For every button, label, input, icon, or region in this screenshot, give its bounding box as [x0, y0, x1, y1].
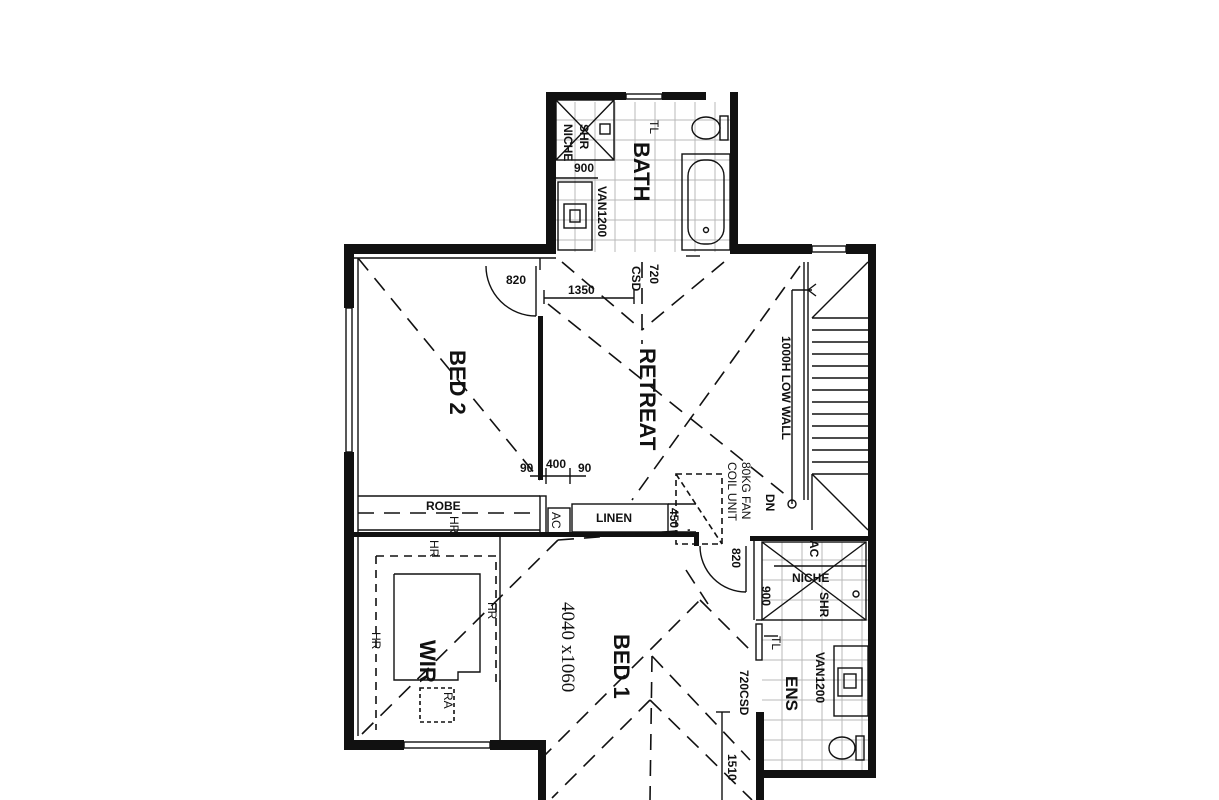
dim-1350: 1350 — [568, 283, 595, 297]
room-label-linen: LINEN — [596, 511, 632, 525]
door-swings — [485, 255, 747, 593]
label-csd: CSD — [629, 266, 643, 292]
bath-vanity — [557, 181, 593, 251]
bath-bathtub — [681, 153, 731, 251]
label-ac-small: AC — [549, 512, 563, 529]
dim-720csd: 720CSD — [737, 670, 751, 716]
dim-90-left: 90 — [520, 461, 534, 475]
ens-toilet — [828, 735, 865, 761]
room-label-bath: BATH — [629, 142, 654, 201]
dim-90-right: 90 — [578, 461, 592, 475]
fixture-labels: SHR NICHE TL VAN1200 CSD 1000H LOW WALL … — [369, 120, 831, 709]
label-ac-ens: AC — [807, 540, 821, 558]
label-hr-wir-top: HR — [427, 540, 441, 558]
label-hr-wir-right: HR — [485, 602, 499, 620]
room-labels: BATH BED 2 RETREAT BED 1 WIR ENS ROBE LI… — [415, 142, 801, 711]
label-dn: DN — [763, 494, 777, 511]
label-niche-ens: NICHE — [792, 571, 829, 585]
room-label-wir: WIR — [415, 640, 440, 683]
dim-450: 450 — [667, 508, 681, 528]
label-fan-coil-1: 80KG FAN — [739, 462, 753, 519]
ceiling-lines — [357, 257, 801, 800]
label-ra: RA — [441, 692, 455, 709]
label-van-bath: VAN1200 — [595, 186, 609, 237]
room-label-ens: ENS — [782, 676, 801, 711]
label-shr-bath: SHR — [577, 124, 591, 150]
room-label-robe: ROBE — [426, 499, 461, 513]
dimension-lines — [530, 290, 730, 800]
dim-900-ens: 900 — [759, 586, 773, 606]
ens-shower — [761, 541, 867, 621]
staircase — [787, 261, 869, 531]
room-label-retreat: RETREAT — [635, 348, 660, 451]
fan-coil-unit — [675, 473, 723, 545]
label-hr-wir-left: HR — [369, 632, 383, 650]
label-fan-coil-2: COIL UNIT — [725, 462, 739, 522]
label-low-wall: 1000H LOW WALL — [779, 336, 793, 440]
windows — [345, 93, 847, 749]
label-niche-bath: NICHE — [561, 124, 575, 161]
dim-bed1-size: 4040 x1060 — [557, 602, 578, 692]
dim-400: 400 — [546, 457, 566, 471]
dim-820-bed1: 820 — [729, 548, 743, 568]
dim-720: 720 — [647, 264, 661, 284]
bath-toilet — [691, 115, 729, 141]
label-van-ens: VAN1200 — [813, 652, 827, 703]
room-label-bed1: BED 1 — [609, 634, 634, 699]
bath-shower — [555, 99, 615, 179]
dimension-labels: 900 820 1350 720 90 400 90 450 820 900 7… — [506, 161, 773, 781]
ens-tile-grid — [762, 542, 868, 772]
room-label-bed2: BED 2 — [445, 350, 470, 415]
label-tl-ens: TL — [769, 636, 783, 650]
label-shr-ens: SHR — [817, 592, 831, 618]
dim-900-bath: 900 — [574, 161, 594, 175]
dim-820-bed2: 820 — [506, 273, 526, 287]
wir-shelving — [375, 555, 501, 730]
exterior-walls — [344, 92, 876, 800]
ens-vanity — [833, 645, 869, 717]
label-hr-robe: HR — [447, 516, 461, 534]
label-tl-bath: TL — [647, 120, 661, 134]
dim-1510: 1510 — [725, 754, 739, 781]
